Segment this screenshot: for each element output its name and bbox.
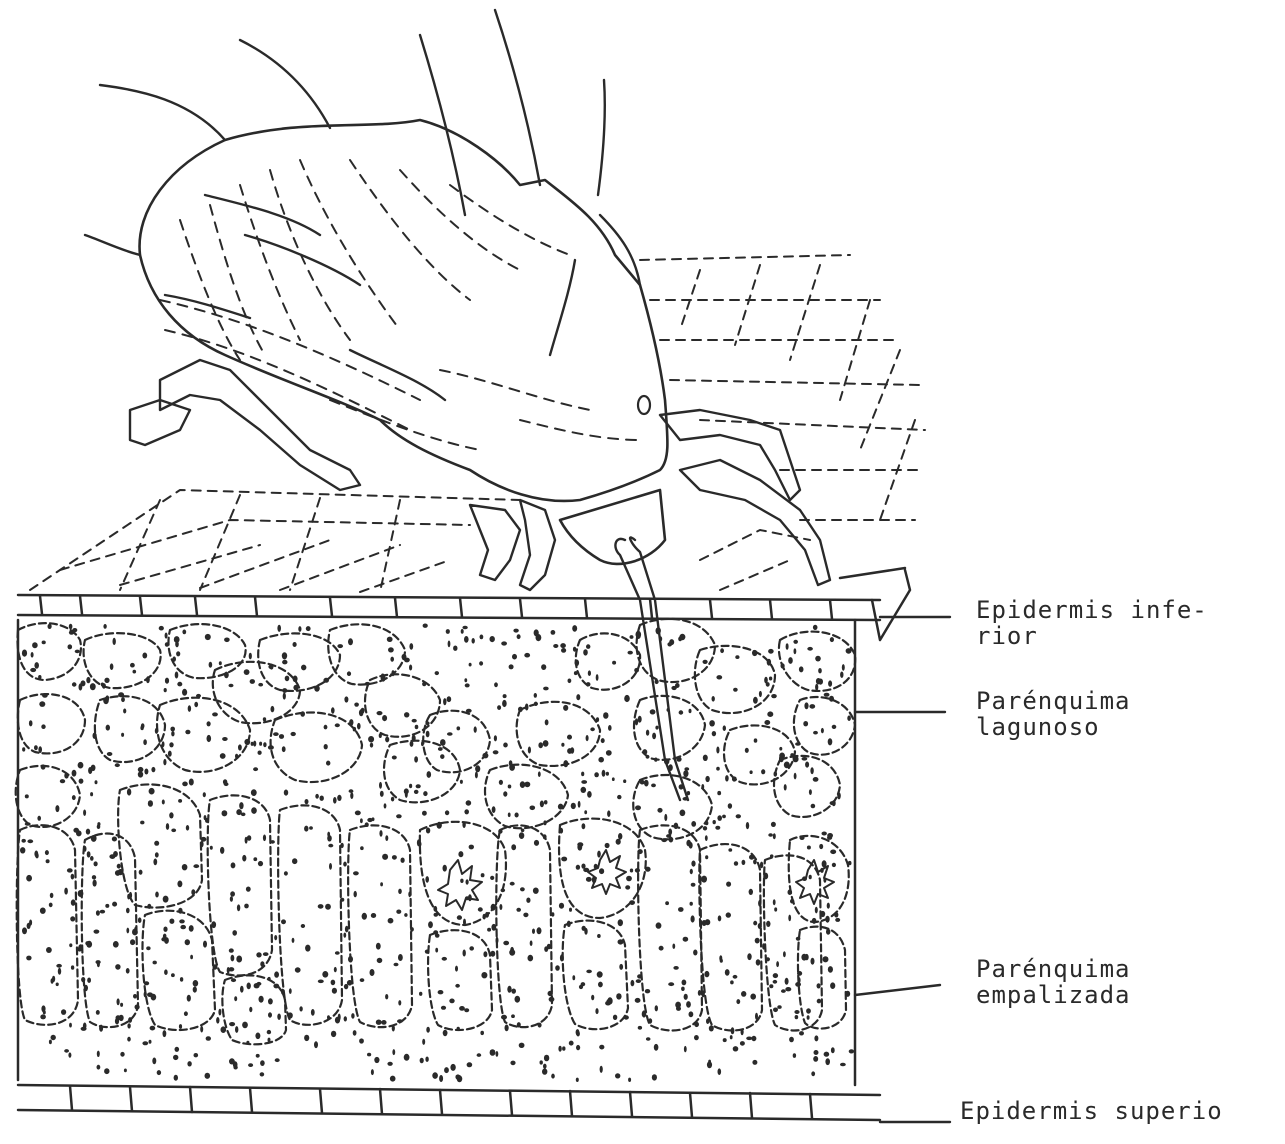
label-parenquima-empalizada: Parénquima empalizada: [976, 956, 1131, 1008]
label-epidermis-inferior-line2: rior: [976, 623, 1208, 649]
mite-eye: [638, 396, 650, 414]
section-edges: [18, 620, 855, 1085]
leaf-edge-slab: [840, 568, 910, 640]
mite-body-striations: [160, 160, 640, 450]
label-parenquima-empalizada-line2: empalizada: [976, 982, 1131, 1008]
label-epidermis-superior-line1: Epidermis superio: [960, 1098, 1223, 1124]
leaf-surface-grid: [30, 255, 925, 592]
label-epidermis-superior: Epidermis superio: [960, 1098, 1223, 1124]
label-parenquima-empalizada-line1: Parénquima: [976, 956, 1131, 982]
label-parenquima-lagunoso-line1: Parénquima: [976, 688, 1131, 714]
label-parenquima-lagunoso: Parénquima lagunoso: [976, 688, 1131, 740]
mite-setae: [85, 10, 640, 400]
upper-epidermis-row: [18, 1085, 880, 1120]
label-parenquima-lagunoso-line2: lagunoso: [976, 714, 1131, 740]
leader-lines: [855, 617, 950, 1122]
label-epidermis-inferior-line1: Epidermis infe-: [976, 597, 1208, 623]
label-epidermis-inferior: Epidermis infe- rior: [976, 597, 1208, 649]
lower-epidermis-row: [18, 595, 880, 620]
